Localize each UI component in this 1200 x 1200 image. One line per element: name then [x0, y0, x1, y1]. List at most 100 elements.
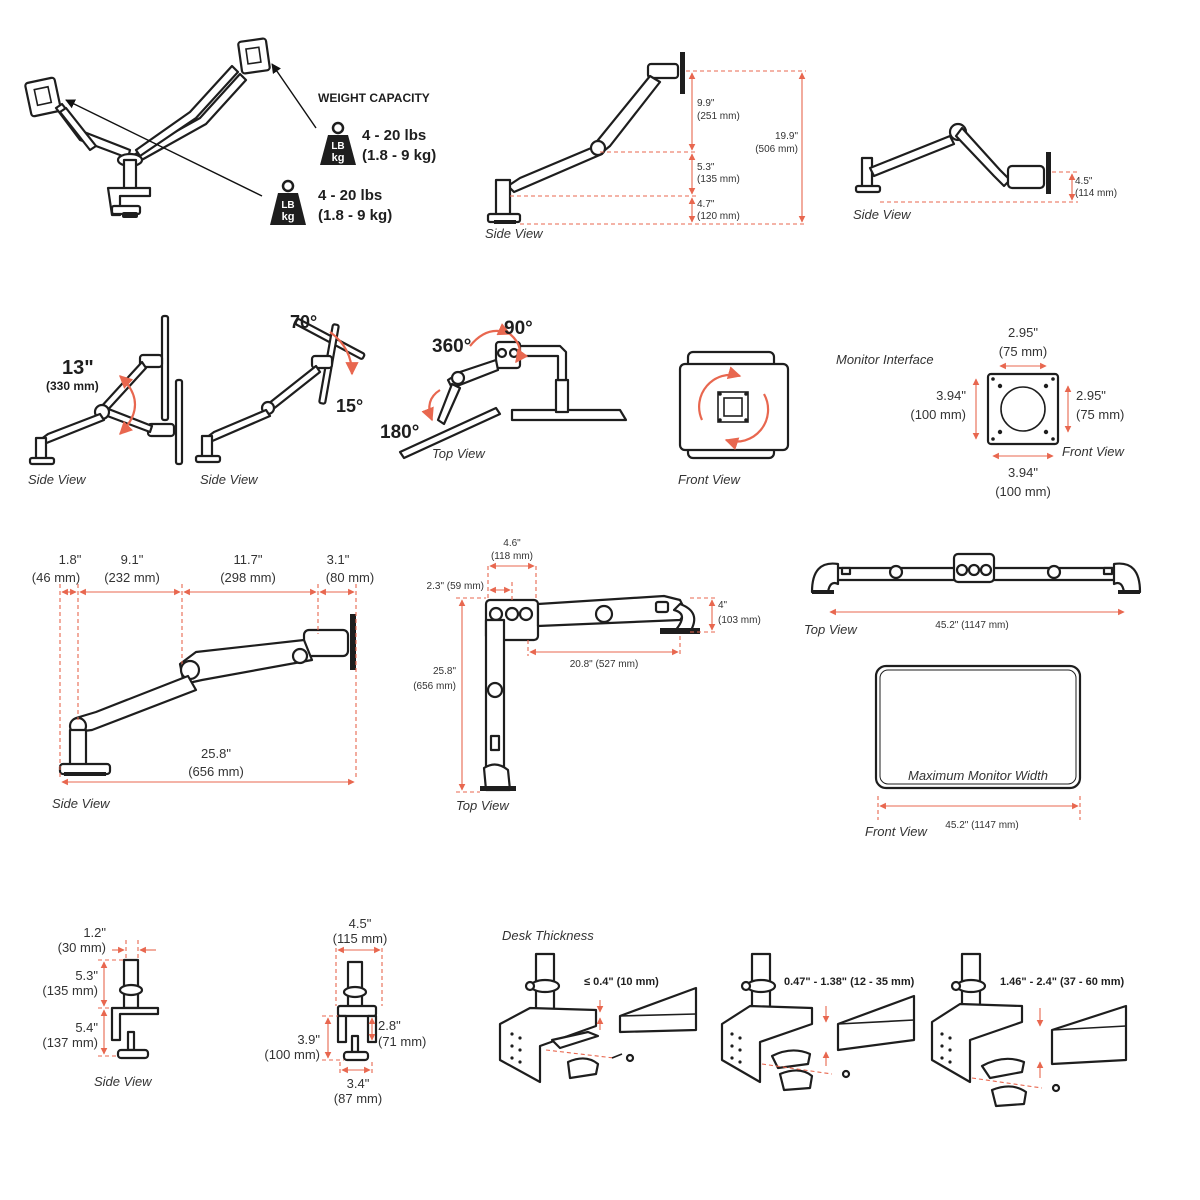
clamp-front-d-in: 2.8" — [378, 1018, 401, 1033]
interface-left-mm: (100 mm) — [910, 407, 966, 422]
max-monitor-illustration — [874, 664, 1082, 790]
top-a-in: 4.6" — [503, 538, 521, 549]
reach-seg3-mm: (298 mm) — [220, 570, 276, 585]
top-e-label: 20.8" (527 mm) — [570, 659, 639, 670]
rotate-90-value: 90° — [504, 318, 533, 339]
reach-seg3-in: 11.7" — [234, 552, 263, 567]
rotate-360-value: 360° — [432, 336, 471, 357]
weight-icon-1: LB kg — [320, 121, 356, 165]
side-total-in: 19.9" — [775, 131, 798, 142]
span-front-caption: Front View — [865, 824, 929, 839]
capacity-1-kg: (1.8 - 9 kg) — [362, 147, 436, 164]
interface-title: Monitor Interface — [836, 352, 934, 367]
drop-dim-mm: (114 mm) — [1075, 188, 1117, 199]
weight-icon-1-kg: kg — [332, 152, 345, 164]
interface-bottom-mm: (100 mm) — [995, 484, 1051, 499]
clamp-side-w-mm: (30 mm) — [58, 940, 106, 955]
reach-seg2-in: 9.1" — [121, 552, 144, 567]
interface-right-in: 2.95" — [1076, 388, 1106, 403]
side-view-drop-illustration — [854, 122, 1051, 194]
lift-value-mm: (330 mm) — [46, 379, 99, 393]
reach-side-dims — [59, 584, 357, 786]
side-dim-3-in: 4.7" — [697, 199, 715, 210]
span-front-label: 45.2" (1147 mm) — [945, 820, 1018, 831]
capacity-1-lbs: 4 - 20 lbs — [362, 127, 426, 144]
weight-pointer-right-line — [271, 63, 317, 129]
side-dim-1-mm: (251 mm) — [697, 111, 740, 122]
top-c-mm: (103 mm) — [718, 615, 761, 626]
reach-total-in: 25.8" — [201, 746, 231, 761]
reach-top-illustration — [480, 594, 700, 792]
clamp-front-illustration — [336, 960, 378, 1062]
interface-top-mm: (75 mm) — [999, 344, 1047, 359]
desk-range-3: 1.46" - 2.4" (37 - 60 mm) — [1000, 976, 1124, 988]
tilt-down-value: 15° — [336, 396, 363, 416]
desk-thickness-title: Desk Thickness — [502, 928, 594, 943]
reach-seg4-mm: (80 mm) — [326, 570, 374, 585]
top-a-mm: (118 mm) — [491, 551, 533, 562]
reach-seg4-in: 3.1" — [327, 552, 350, 567]
clamp-front-w-in: 4.5" — [349, 916, 372, 931]
top-d-in: 25.8" — [433, 666, 456, 677]
span-top-label: 45.2" (1147 mm) — [935, 620, 1008, 631]
clamp-side-w-in: 1.2" — [83, 925, 106, 940]
weight-icon-2-kg: kg — [282, 211, 295, 223]
clamp-front-b-in: 3.4" — [347, 1076, 370, 1091]
portrait-rotate-caption: Front View — [678, 472, 742, 487]
reach-total-mm: (656 mm) — [188, 764, 244, 779]
clamp-side-caption: Side View — [94, 1074, 153, 1089]
lift-caption: Side View — [28, 472, 87, 487]
interface-left-in: 3.94" — [936, 388, 966, 403]
interface-right-mm: (75 mm) — [1076, 407, 1124, 422]
weight-pointer-left-line — [65, 99, 263, 197]
vesa-plate-illustration — [972, 362, 1072, 460]
weight-capacity-heading: WEIGHT CAPACITY — [318, 91, 430, 105]
desk-range-2: 0.47" - 1.38" (12 - 35 mm) — [784, 976, 915, 988]
interface-bottom-in: 3.94" — [1008, 465, 1038, 480]
side-view-drop-caption: Side View — [853, 207, 912, 222]
desk-clamp-2-illustration — [720, 952, 916, 1092]
tilt-illustration — [194, 318, 366, 464]
side-height-dims — [510, 70, 806, 225]
side-view-height-caption: Side View — [485, 226, 544, 241]
reach-seg1-mm: (46 mm) — [32, 570, 80, 585]
tilt-caption: Side View — [200, 472, 259, 487]
weight-icon-1-lb: LB — [331, 141, 344, 152]
rotate-180-value: 180° — [380, 422, 419, 443]
side-dim-1-in: 9.9" — [697, 98, 715, 109]
capacity-2-kg: (1.8 - 9 kg) — [318, 207, 392, 224]
span-top-caption: Top View — [804, 622, 858, 637]
clamp-side-dims — [98, 940, 156, 1057]
clamp-front-dims — [322, 946, 383, 1074]
clamp-side-h2-mm: (137 mm) — [42, 1035, 98, 1050]
max-monitor-label: Maximum Monitor Width — [908, 768, 1048, 783]
drop-dim-in: 4.5" — [1075, 176, 1093, 187]
clamp-front-w-mm: (115 mm) — [333, 931, 388, 946]
capacity-2-lbs: 4 - 20 lbs — [318, 187, 382, 204]
rotation-top-caption: Top View — [432, 446, 486, 461]
interface-caption: Front View — [1062, 444, 1126, 459]
span-top-illustration — [810, 552, 1142, 594]
lift-illustration — [28, 314, 184, 466]
clamp-front-d-mm: (71 mm) — [378, 1034, 426, 1049]
clamp-side-h1-mm: (135 mm) — [42, 983, 98, 998]
clamp-front-b-mm: (87 mm) — [334, 1091, 382, 1106]
rotation-top-illustration — [398, 323, 628, 460]
side-dim-2-mm: (135 mm) — [697, 174, 740, 185]
desk-clamp-1-illustration — [498, 952, 698, 1084]
top-b-label: 2.3" (59 mm) — [427, 581, 484, 592]
clamp-side-h1-in: 5.3" — [75, 968, 98, 983]
weight-icon-2-lb: LB — [281, 200, 294, 211]
portrait-rotate-illustration — [678, 350, 790, 460]
top-d-mm: (656 mm) — [413, 681, 456, 692]
clamp-side-h2-in: 5.4" — [75, 1020, 98, 1035]
side-total-mm: (506 mm) — [755, 144, 798, 155]
side-dim-3-mm: (120 mm) — [697, 211, 740, 222]
weight-icon-2: LB kg — [270, 179, 306, 225]
reach-top-dims — [456, 562, 716, 793]
desk-clamp-3-illustration — [930, 952, 1128, 1108]
reach-side-caption: Side View — [52, 796, 111, 811]
interface-top-in: 2.95" — [1008, 325, 1038, 340]
tilt-up-value: 70° — [290, 312, 317, 332]
